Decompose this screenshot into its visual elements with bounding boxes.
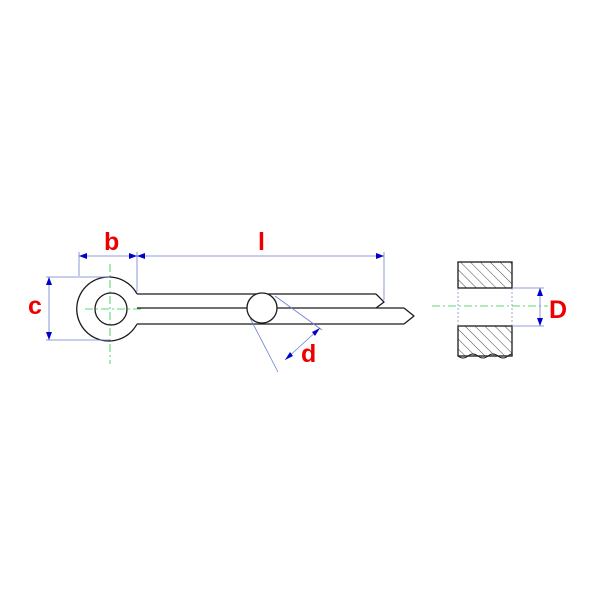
cotter-pin xyxy=(76,276,415,342)
pin-eye-outline xyxy=(76,276,138,342)
arrow-b-right xyxy=(129,253,137,259)
pin-long-leg-tip xyxy=(403,307,415,325)
arrow-l-right xyxy=(376,253,384,259)
hole-section-break-line xyxy=(457,353,513,359)
ext-line-d-1 xyxy=(249,317,279,373)
pin-short-leg-tip xyxy=(375,293,385,309)
hole-section-top-block xyxy=(457,261,513,289)
label-d: d xyxy=(301,340,316,368)
wire-section-circle xyxy=(246,292,278,324)
label-l: l xyxy=(258,228,265,256)
hole-section-bottom-block xyxy=(457,325,513,357)
pin-eye-hole xyxy=(94,292,128,326)
arrow-D-top xyxy=(537,288,543,296)
arrow-d-lower xyxy=(285,352,293,360)
arrow-D-bottom xyxy=(537,318,543,326)
dimension-lines xyxy=(46,252,544,373)
dimension-arrowheads xyxy=(46,253,543,360)
arrow-c-top xyxy=(46,277,52,285)
ext-line-d-2 xyxy=(274,295,323,331)
centerlines xyxy=(85,264,548,364)
arrow-l-left xyxy=(137,253,145,259)
label-b: b xyxy=(104,228,119,256)
label-D: D xyxy=(549,296,567,324)
hole-section-view xyxy=(457,261,513,359)
arrow-c-bottom xyxy=(46,332,52,340)
arrow-d-upper xyxy=(312,328,320,336)
arrow-b-left xyxy=(79,253,87,259)
label-c: c xyxy=(28,292,42,320)
